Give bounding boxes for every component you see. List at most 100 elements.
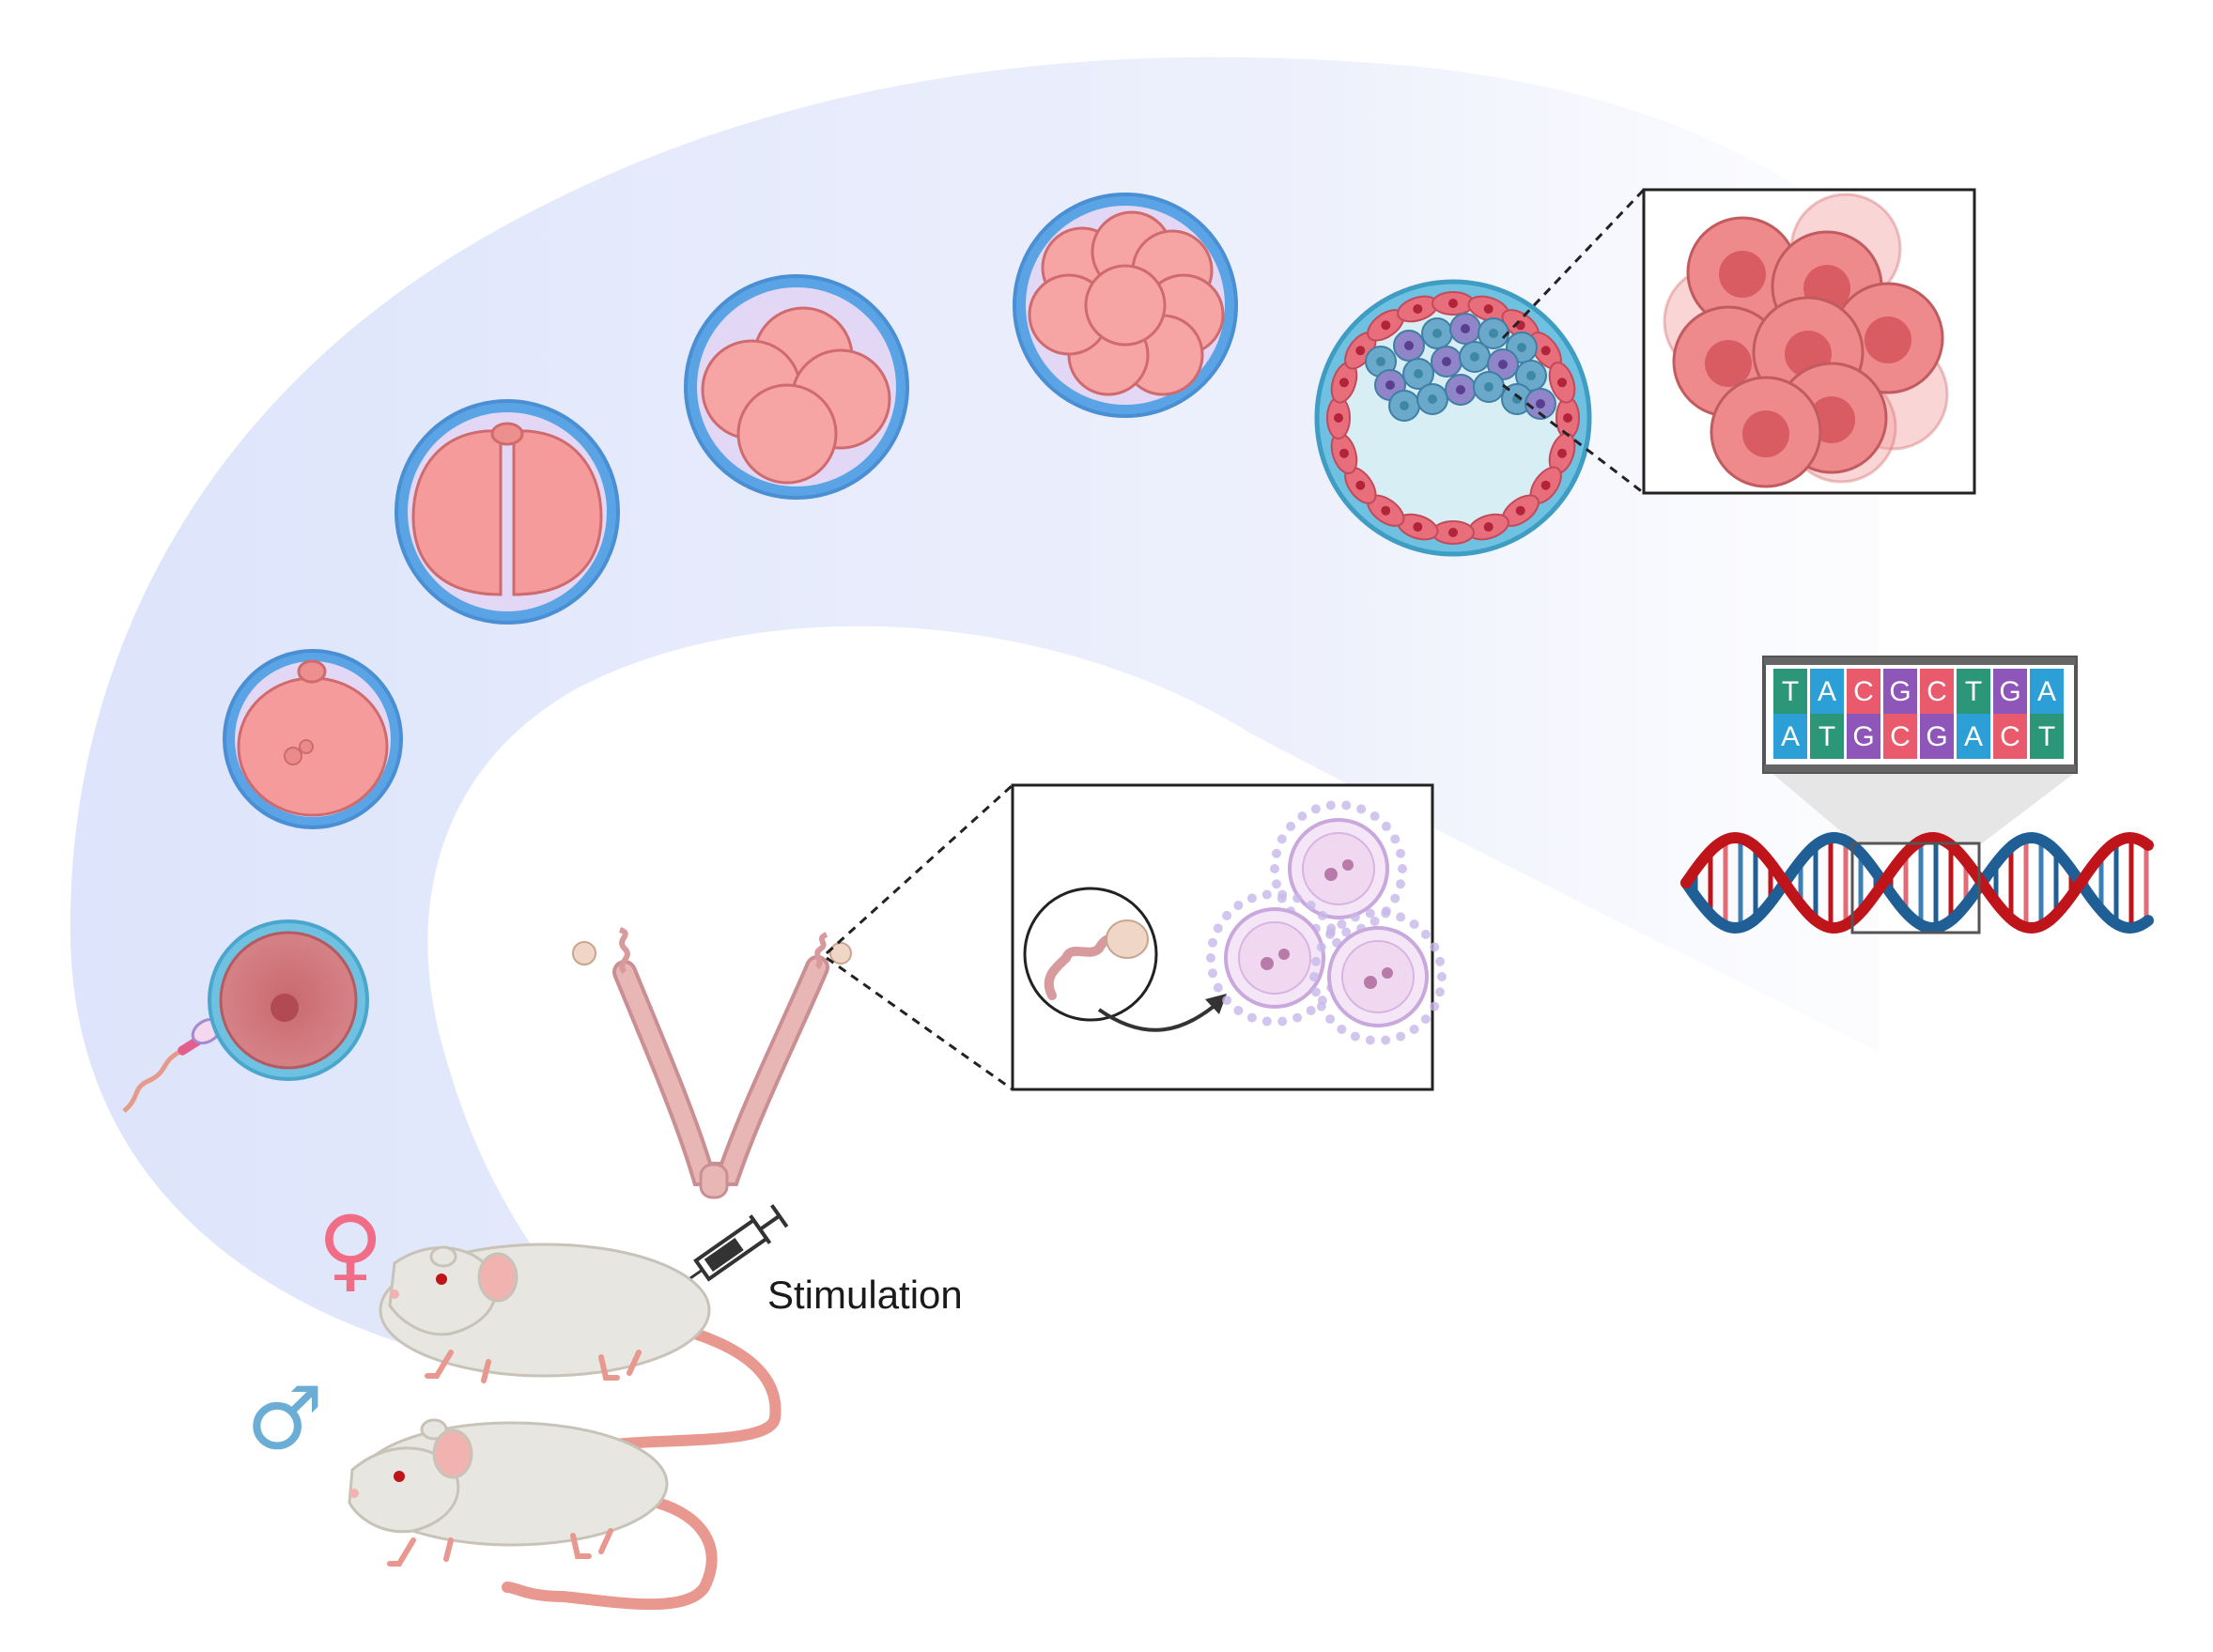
pronucleus	[1324, 868, 1338, 881]
cumulus-cell	[1365, 908, 1375, 919]
zoom-line-oviduct-lower	[826, 956, 1014, 1091]
sperm-icon	[122, 1017, 223, 1113]
cell-nucleus	[1517, 343, 1526, 352]
cell-nucleus	[1414, 369, 1423, 378]
eight-cell-embryo-icon	[1013, 193, 1238, 418]
cell-nucleus	[1339, 378, 1349, 388]
cumulus-cell	[1350, 912, 1360, 922]
nucleotide-letter: T	[2038, 721, 2055, 752]
cell-nucleus	[1442, 357, 1451, 366]
nucleotide-letter: C	[1853, 676, 1874, 707]
cumulus-cell	[1233, 1005, 1244, 1015]
cell-nucleus	[1448, 528, 1458, 537]
cumulus-cell	[1435, 956, 1446, 966]
cumulus-cell	[1246, 1012, 1257, 1023]
cumulus-cell	[1233, 901, 1244, 911]
cumulus-cell	[1396, 879, 1406, 889]
cumulus-cell	[1350, 1031, 1360, 1042]
cell-nucleus	[1376, 357, 1385, 366]
cell-nucleus	[1557, 448, 1568, 458]
cell-nucleus	[1428, 394, 1437, 404]
female-symbol-icon: ♀	[317, 1197, 384, 1302]
nucleotide-letter: A	[2037, 676, 2056, 707]
nucleotide-box	[1847, 669, 1880, 714]
cumulus-cell	[1365, 1035, 1375, 1045]
pronucleus	[1364, 976, 1377, 989]
fertilized-egg-icon	[223, 649, 403, 829]
stem-cell-cluster	[1663, 193, 1949, 488]
cumulus-cell	[1430, 942, 1440, 952]
cell-nucleus	[1742, 410, 1789, 457]
nucleotide-letter: C	[2000, 721, 2020, 752]
zygote-icon	[208, 919, 369, 1081]
cumulus-cell	[1292, 1012, 1303, 1023]
nucleotide-letter: G	[1999, 676, 2020, 707]
cumulus-cell	[1246, 893, 1257, 903]
cumulus-cell	[1325, 800, 1336, 811]
cumulus-cell	[1430, 1001, 1440, 1011]
cumulus-cell	[1356, 804, 1367, 814]
cell-nucleus	[1483, 303, 1493, 314]
cell-nucleus	[1400, 401, 1409, 410]
cell-nucleus	[1334, 413, 1343, 423]
nucleotide-box	[1957, 669, 1990, 714]
nucleotide-box	[2030, 714, 2064, 759]
cumulus-cell	[1222, 910, 1232, 920]
cumulus-cell	[1370, 811, 1380, 822]
nucleotide-letter: G	[1926, 721, 1947, 752]
cumulus-cell	[1261, 889, 1272, 900]
cell-nucleus	[1526, 371, 1536, 380]
cell-nucleus	[1540, 480, 1551, 490]
nucleotide-box	[1993, 714, 2027, 759]
cumulus-cell	[1277, 1016, 1288, 1027]
cell-nucleus	[1385, 380, 1395, 390]
zoom-line-oviduct-upper	[825, 783, 1014, 955]
cumulus-cell	[1381, 1035, 1391, 1045]
cumulus-cell	[1341, 800, 1352, 811]
cell-nucleus	[1355, 480, 1366, 490]
cell-nucleus	[1705, 340, 1752, 387]
cumulus-cell	[1306, 901, 1316, 911]
nucleotide-box	[1883, 714, 1917, 759]
cumulus-cell	[1437, 972, 1447, 981]
cell-nucleus	[1413, 303, 1423, 314]
cumulus-cell	[1398, 864, 1407, 873]
cumulus-cell	[1396, 1031, 1406, 1042]
cumulus-cell	[1310, 987, 1321, 997]
nucleotide-letter: A	[1964, 721, 1983, 752]
cell-nucleus	[1339, 448, 1349, 458]
cumulus-cell	[1292, 893, 1303, 903]
cell-nucleus	[1484, 382, 1493, 392]
pronucleus	[1261, 957, 1274, 970]
cumulus-cell	[1390, 893, 1401, 903]
cumulus-cell	[1207, 968, 1217, 979]
pronucleus	[1382, 967, 1393, 979]
nucleotide-box	[1773, 669, 1807, 714]
cumulus-cell	[1325, 1014, 1336, 1025]
nucleotide-box	[1920, 714, 1954, 759]
cumulus-cell	[1270, 864, 1279, 873]
cumulus-cell	[1310, 956, 1321, 966]
two-cell-embryo-icon	[395, 399, 620, 625]
oocyte-collection-inset	[1011, 783, 1447, 1091]
cell-nucleus	[1498, 360, 1508, 369]
cell-nucleus	[1865, 317, 1911, 363]
cumulus-cell	[1213, 923, 1223, 934]
nucleotide-letter: C	[1927, 676, 1947, 707]
cumulus-cell	[1310, 804, 1321, 814]
nucleotide-box	[1847, 714, 1880, 759]
cumulus-oocyte-complexes	[1206, 800, 1447, 1045]
cell-nucleus	[1563, 413, 1572, 423]
cumulus-cell	[1277, 834, 1287, 844]
cumulus-cell	[1337, 919, 1347, 930]
cell-nucleus	[1719, 251, 1766, 298]
cumulus-cell	[1207, 937, 1217, 948]
cell-nucleus	[1404, 341, 1414, 350]
nucleotide-box	[1810, 669, 1844, 714]
cumulus-cell	[1306, 1005, 1316, 1015]
cumulus-cell	[1309, 972, 1319, 981]
cumulus-cell	[1337, 1024, 1347, 1034]
